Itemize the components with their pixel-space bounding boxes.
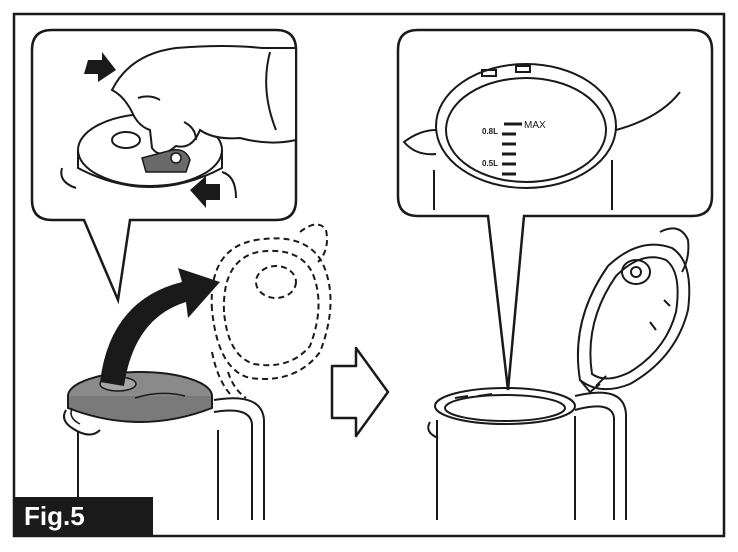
scale-lower-label: 0.5L <box>482 159 498 168</box>
right-callout-bubble <box>396 28 714 391</box>
figure-frame <box>12 12 726 538</box>
lid-grey <box>67 371 213 425</box>
water-level-scale <box>502 122 522 176</box>
rotate-arrow-icon <box>100 268 220 386</box>
scale-max-label: MAX <box>524 120 546 131</box>
lock-button <box>141 148 191 173</box>
right-callout-kettle-inner <box>402 63 681 210</box>
right-kettle-body <box>427 387 627 520</box>
press-arrow-icon <box>190 176 220 208</box>
lid-open-dashed <box>210 223 332 399</box>
scale-upper-label: 0.8L <box>482 127 498 136</box>
left-callout-hand <box>110 45 297 155</box>
next-step-arrow-icon <box>330 346 390 438</box>
figure-label: Fig.5 <box>14 497 153 536</box>
right-lid-open <box>577 227 691 394</box>
press-arrow-icon <box>84 52 116 82</box>
